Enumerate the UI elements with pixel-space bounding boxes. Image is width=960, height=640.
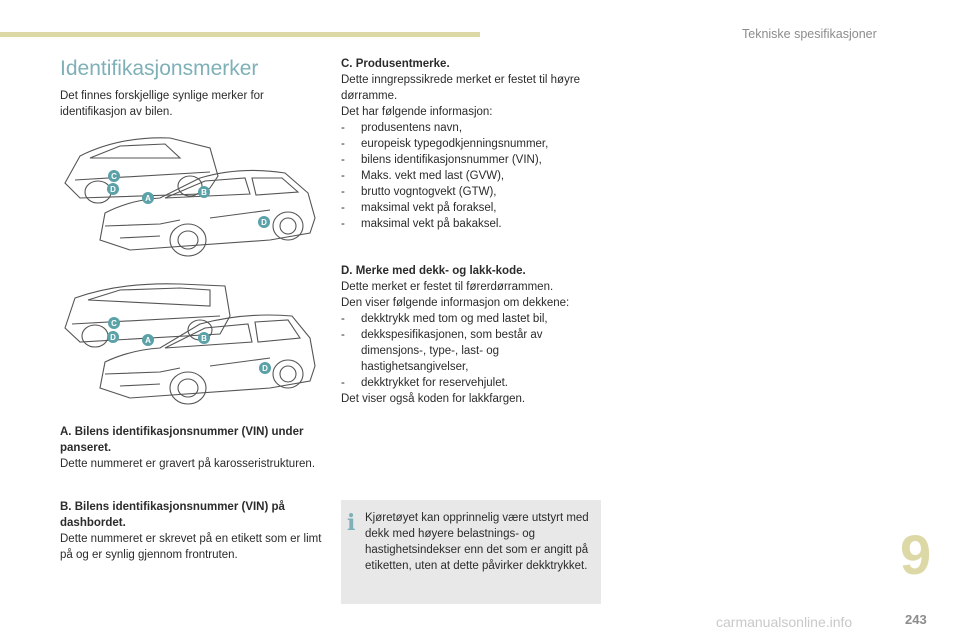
- tyre-marker-d-front: D: [259, 362, 271, 374]
- list-item: europeisk typegodkjenningsnummer,: [341, 136, 606, 152]
- page-number: 243: [905, 612, 927, 627]
- list-item: dekkspesifikasjonen, som består av dimen…: [341, 327, 606, 375]
- list-item: brutto vogntogvekt (GTW),: [341, 184, 606, 200]
- block-c-line2: Det har følgende informasjon:: [341, 106, 493, 118]
- car-illustration-estate: A B C D D: [64, 283, 316, 405]
- svg-text:D: D: [110, 333, 116, 342]
- block-d-list: dekktrykk med tom og med lastet bil, dek…: [341, 311, 606, 391]
- list-item: bilens identifikasjonsnummer (VIN),: [341, 152, 606, 168]
- svg-text:B: B: [201, 334, 207, 343]
- block-c: C. Produsentmerke. Dette inngrepssikrede…: [341, 56, 606, 232]
- vin-marker-a: A: [142, 334, 154, 346]
- vin-marker-a: A: [142, 192, 154, 204]
- block-c-heading: C. Produsentmerke.: [341, 58, 450, 70]
- header-accent-bar: [0, 32, 480, 37]
- manufacturer-marker-c: C: [108, 170, 120, 182]
- list-item: Maks. vekt med last (GVW),: [341, 168, 606, 184]
- list-item: maksimal vekt på bakaksel.: [341, 216, 606, 232]
- block-a-heading: A. Bilens identifikasjonsnummer (VIN) un…: [60, 426, 304, 454]
- watermark: carmanualsonline.info: [716, 614, 853, 630]
- chapter-number: 9: [900, 523, 932, 586]
- svg-text:C: C: [111, 172, 117, 181]
- block-b-heading: B. Bilens identifikasjonsnummer (VIN) på…: [60, 501, 285, 529]
- intro-text: Det finnes forskjellige synlige merker f…: [60, 90, 264, 118]
- info-box: i Kjøretøyet kan opprinnelig være utstyr…: [341, 500, 601, 604]
- list-item: maksimal vekt på foraksel,: [341, 200, 606, 216]
- block-b-text: Dette nummeret er skrevet på en etikett …: [60, 533, 322, 561]
- manufacturer-marker-c: C: [108, 317, 120, 329]
- block-a-text: Dette nummeret er gravert på karosserist…: [60, 458, 316, 470]
- info-icon: i: [347, 510, 356, 536]
- vin-marker-b: B: [198, 332, 210, 344]
- block-d-line2: Den viser følgende informasjon om dekken…: [341, 297, 570, 309]
- car-illustration-sedan: A B C D D: [64, 137, 316, 257]
- list-item: dekktrykket for reservehjulet.: [341, 375, 606, 391]
- block-c-list: produsentens navn, europeisk typegodkjen…: [341, 120, 606, 232]
- svg-text:A: A: [145, 336, 151, 345]
- tyre-marker-d-rear: D: [107, 331, 119, 343]
- block-b: B. Bilens identifikasjonsnummer (VIN) på…: [60, 499, 322, 563]
- tyre-marker-d-rear: D: [107, 183, 119, 195]
- svg-text:D: D: [261, 218, 267, 227]
- svg-text:B: B: [201, 188, 207, 197]
- section-title: Tekniske spesifikasjoner: [742, 27, 877, 41]
- list-item: dekktrykk med tom og med lastet bil,: [341, 311, 606, 327]
- svg-text:D: D: [262, 364, 268, 373]
- list-item: produsentens navn,: [341, 120, 606, 136]
- svg-text:D: D: [110, 185, 116, 194]
- block-d: D. Merke med dekk- og lakk-kode. Dette m…: [341, 263, 606, 407]
- page-title: Identifikasjonsmerker: [60, 57, 259, 80]
- svg-text:C: C: [111, 319, 117, 328]
- block-a: A. Bilens identifikasjonsnummer (VIN) un…: [60, 424, 322, 472]
- vin-marker-b: B: [198, 186, 210, 198]
- block-d-line3: Det viser også koden for lakkfargen.: [341, 393, 526, 405]
- svg-text:A: A: [145, 194, 151, 203]
- tyre-marker-d-front: D: [258, 216, 270, 228]
- block-d-heading: D. Merke med dekk- og lakk-kode.: [341, 265, 526, 277]
- block-d-line1: Dette merket er festet til førerdørramme…: [341, 281, 554, 293]
- block-c-line1: Dette inngrepssikrede merket er festet t…: [341, 74, 581, 102]
- info-text: Kjøretøyet kan opprinnelig være utstyrt …: [365, 512, 589, 572]
